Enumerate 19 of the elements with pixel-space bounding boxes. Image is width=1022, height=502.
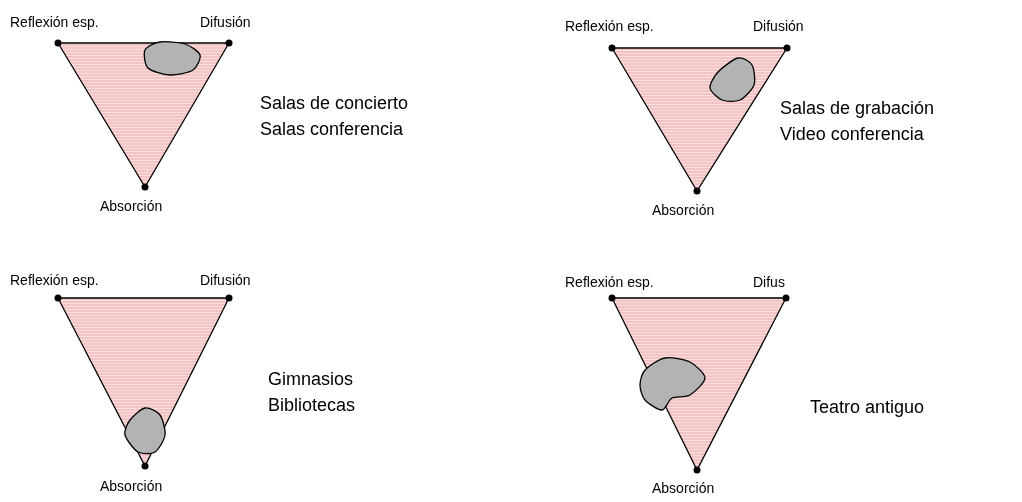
application-label: Bibliotecas [268, 394, 356, 416]
application-label: Salas de concierto [260, 92, 409, 114]
vertex-label: Reflexión esp. [565, 18, 654, 35]
vertex-label: Reflexión esp. [10, 14, 99, 31]
vertex-label: Absorción [100, 198, 163, 215]
vertex-label: Difusión [200, 14, 251, 31]
application-label: Video conferencia [780, 123, 924, 145]
vertex-label: Difusión [753, 18, 804, 35]
vertex-label: Reflexión esp. [10, 272, 99, 289]
vertex-label: Absorción [652, 202, 715, 219]
application-label: Salas conferencia [260, 118, 404, 140]
vertex-label: Reflexión esp. [565, 274, 654, 291]
vertex-label: Difus [753, 274, 785, 291]
application-label: Teatro antiguo [810, 396, 925, 418]
application-label: Gimnasios [268, 368, 354, 390]
vertex-label: Difusión [200, 272, 251, 289]
vertex-label: Absorción [652, 480, 715, 497]
application-label: Salas de grabación [780, 97, 935, 119]
vertex-label: Absorción [100, 478, 163, 495]
